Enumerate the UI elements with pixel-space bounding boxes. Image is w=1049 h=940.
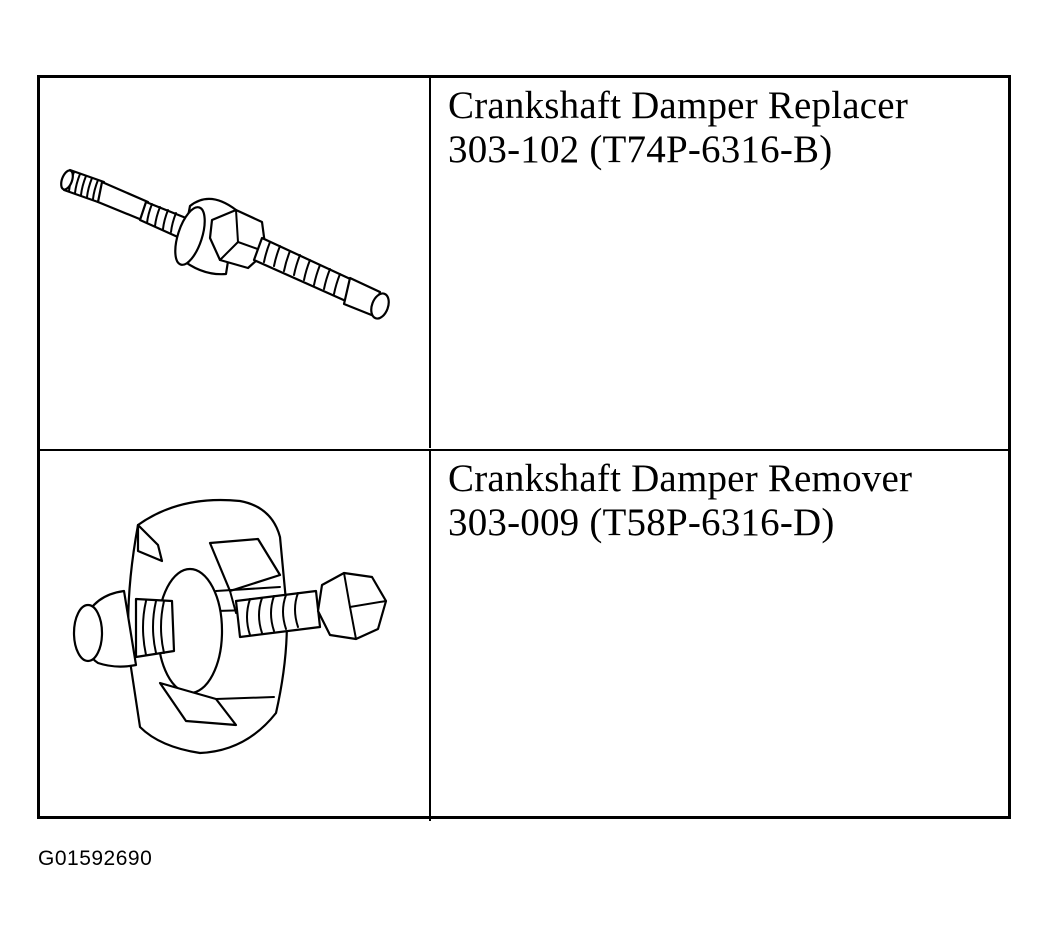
threaded-rod-replacer-icon: [60, 168, 390, 320]
illustration-cell-remover: [40, 451, 431, 821]
damper-replacer-illustration: [60, 168, 390, 320]
tool-row-replacer: Crankshaft Damper Replacer 303-102 (T74P…: [40, 78, 1008, 448]
special-tools-table: Crankshaft Damper Replacer 303-102 (T74P…: [37, 75, 1011, 821]
damper-puller-icon: [72, 498, 388, 755]
tool-name: Crankshaft Damper Remover: [448, 457, 913, 500]
tool-info-replacer: Crankshaft Damper Replacer 303-102 (T74P…: [448, 84, 998, 172]
damper-remover-illustration: [72, 498, 388, 755]
tool-number: 303-009 (T58P-6316-D): [448, 501, 835, 544]
tool-number: 303-102 (T74P-6316-B): [448, 128, 833, 171]
tool-info-remover: Crankshaft Damper Remover 303-009 (T58P-…: [448, 457, 998, 545]
tool-row-remover: Crankshaft Damper Remover 303-009 (T58P-…: [40, 449, 1008, 821]
figure-id: G01592690: [38, 847, 153, 870]
illustration-cell-replacer: [40, 78, 431, 448]
tool-name: Crankshaft Damper Replacer: [448, 84, 909, 127]
